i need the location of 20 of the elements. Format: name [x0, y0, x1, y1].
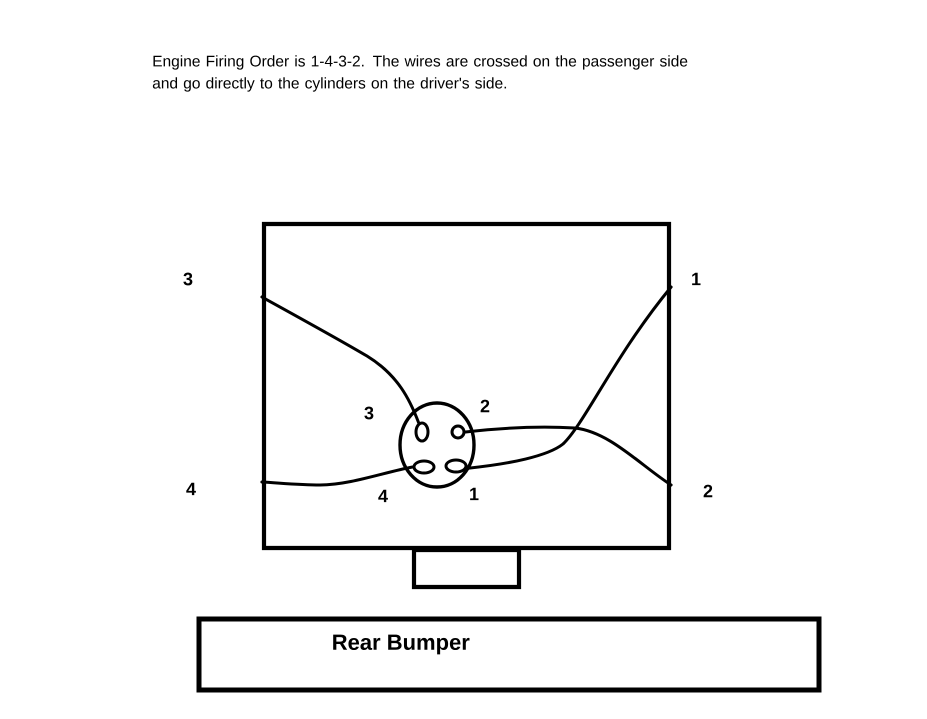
distributor-cap	[398, 401, 476, 489]
bumper-box: Rear Bumper	[196, 616, 822, 692]
title: Engine Firing Order is 1-4-3-2. The wires are crossed on the passenger side and go directly to the cylinders on the driver's side.	[152, 55, 688, 92]
terminal-number: 4	[378, 490, 388, 502]
cylinder-number: 4	[186, 482, 196, 496]
terminal-number: 2	[480, 400, 490, 412]
cylinder-number: 1	[692, 272, 701, 286]
terminal-number: 1	[470, 488, 479, 500]
small-box	[412, 548, 522, 590]
cylinder-number: 3	[183, 272, 192, 286]
terminal-number: 3	[364, 406, 374, 420]
terminal-post	[414, 422, 430, 442]
wire	[464, 426, 673, 486]
wire	[260, 466, 414, 486]
cylinder-number: 2	[704, 484, 712, 498]
engine-box	[262, 222, 672, 550]
wire	[260, 296, 420, 424]
terminal-post	[412, 460, 436, 474]
terminal-post	[450, 424, 466, 440]
terminal-post	[444, 458, 468, 474]
